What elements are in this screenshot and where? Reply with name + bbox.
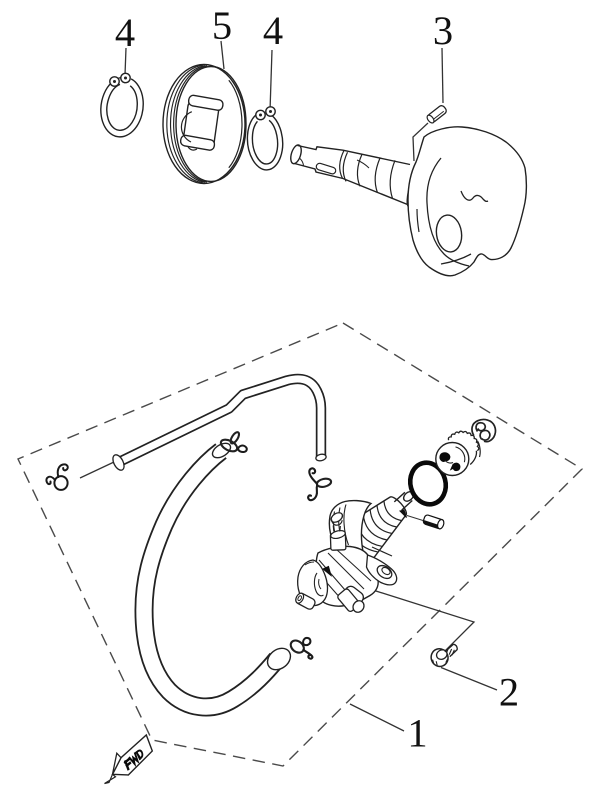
svg-text:4: 4 (115, 10, 135, 55)
svg-text:1: 1 (407, 711, 427, 756)
svg-text:3: 3 (433, 8, 453, 53)
svg-text:2: 2 (499, 670, 519, 715)
svg-text:5: 5 (212, 3, 232, 48)
svg-text:4: 4 (263, 8, 283, 53)
